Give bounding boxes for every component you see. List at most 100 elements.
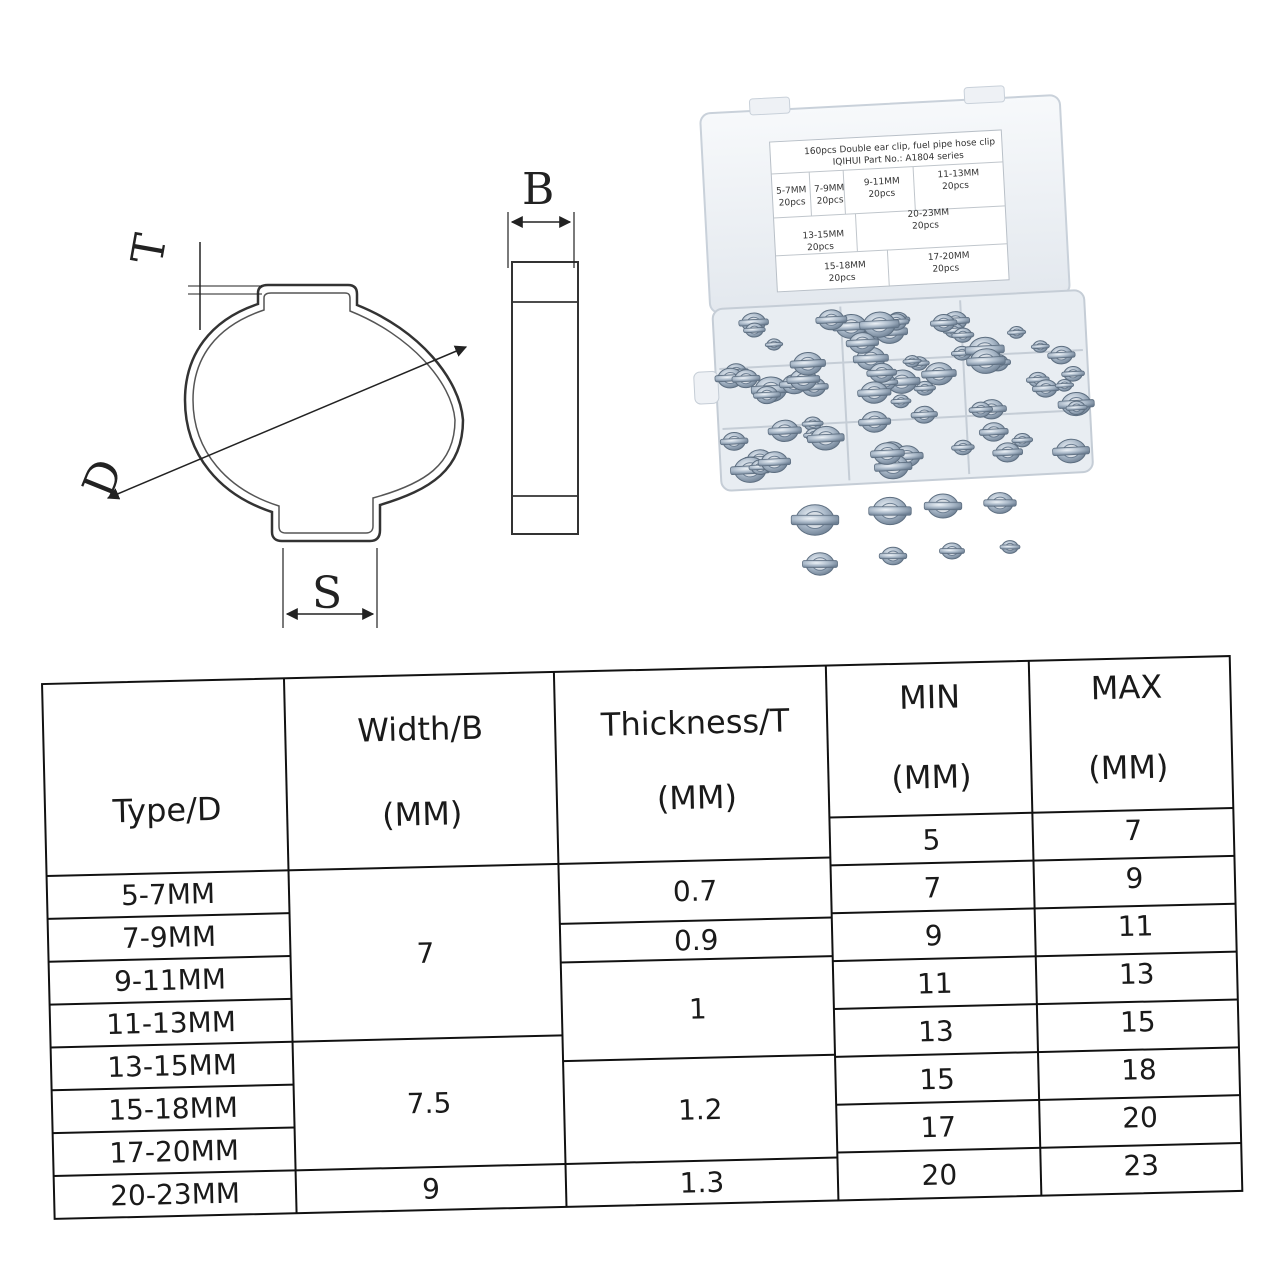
type-cell: 5-7MM xyxy=(121,877,216,912)
clamp-image xyxy=(801,416,824,431)
thickness-cell: 1.3 xyxy=(679,1166,724,1200)
clamp-image xyxy=(902,355,922,368)
clamp-image xyxy=(1047,345,1076,365)
min-cell: 5 xyxy=(922,823,941,856)
clamp-image xyxy=(923,493,963,519)
table-rule xyxy=(830,854,1235,867)
clamp-image xyxy=(870,442,905,465)
clamp-image xyxy=(790,504,840,536)
thickness-cell: 1.2 xyxy=(678,1093,723,1127)
table-rule xyxy=(292,1034,563,1043)
clamp-image xyxy=(806,425,845,451)
compartment-size: 9-11MM xyxy=(864,176,900,188)
clamp-image xyxy=(978,422,1009,442)
compartment-size: 13-15MM xyxy=(802,229,844,241)
max-cell: 18 xyxy=(1121,1053,1157,1087)
compartment-size: 5-7MM xyxy=(776,185,807,197)
table-rule xyxy=(552,671,568,1207)
type-cell: 7-9MM xyxy=(122,920,217,955)
compartment-size: 17-20MM xyxy=(928,251,970,263)
clamp-image xyxy=(992,442,1024,463)
box-latch xyxy=(693,370,720,405)
spec-table: Type/D Width/B (MM) Thickness/T (MM) MIN… xyxy=(41,655,1244,1220)
max-cell: 15 xyxy=(1120,1005,1156,1039)
clamp-image xyxy=(1011,433,1034,448)
table-rule xyxy=(295,1162,566,1172)
table-rule xyxy=(50,1040,293,1049)
table-rule xyxy=(833,998,1238,1010)
thickness-cell: 0.9 xyxy=(674,923,719,957)
table-rule xyxy=(837,1142,1242,1154)
clamp-image xyxy=(719,432,749,451)
table-rule xyxy=(53,1169,296,1178)
type-cell: 20-23MM xyxy=(110,1177,240,1213)
thickness-cell: 1 xyxy=(689,992,708,1025)
clamp-image xyxy=(767,419,802,442)
header-min-line1: MIN xyxy=(899,677,961,716)
clamp-image xyxy=(764,338,784,351)
header-type: Type/D xyxy=(111,790,222,831)
box-hinge-right xyxy=(963,85,1006,105)
header-max-line1: MAX xyxy=(1090,668,1162,708)
clamp-image xyxy=(857,381,892,404)
compartment-qty: 20pcs xyxy=(779,197,807,208)
compartment-qty: 20pcs xyxy=(942,181,970,192)
type-cell: 15-18MM xyxy=(108,1091,238,1127)
clamp-image xyxy=(929,314,958,333)
width-cell: 7 xyxy=(416,937,435,970)
compartment-size: 11-13MM xyxy=(937,168,979,180)
min-cell: 17 xyxy=(920,1110,956,1144)
clamp-image xyxy=(866,362,897,383)
clamp-image xyxy=(815,309,848,331)
thickness-label: T xyxy=(122,230,177,268)
box-hinge-left xyxy=(748,96,791,116)
clamp-image xyxy=(753,385,781,405)
clamp-image xyxy=(950,345,974,361)
min-cell: 7 xyxy=(923,871,942,904)
header-min-line2: (MM) xyxy=(891,757,972,797)
clamp-image xyxy=(999,540,1021,554)
compartment-qty: 20pcs xyxy=(868,189,896,200)
table-rule xyxy=(282,678,298,1214)
compartment-size: 20-23MM xyxy=(907,208,949,220)
table-rule xyxy=(51,1083,294,1092)
table-grid xyxy=(41,655,1244,1220)
min-cell: 11 xyxy=(917,967,953,1001)
clamp-image xyxy=(939,542,965,560)
clamp-image xyxy=(1030,340,1050,353)
max-cell: 13 xyxy=(1118,957,1154,991)
clamp-image xyxy=(951,327,975,343)
table-rule xyxy=(835,1046,1239,1058)
tray-clamps xyxy=(714,309,1095,483)
thickness-cell: 0.7 xyxy=(672,874,717,908)
clamp-image xyxy=(757,451,792,473)
loose-clamps xyxy=(790,492,1021,576)
clamp-image xyxy=(731,369,761,389)
clamp-image xyxy=(968,401,993,418)
table-rule xyxy=(560,955,833,964)
table-rule xyxy=(831,902,1236,915)
clamp-image xyxy=(890,394,912,409)
min-cell: 15 xyxy=(919,1062,955,1096)
min-cell: 20 xyxy=(921,1158,957,1192)
type-cell: 13-15MM xyxy=(107,1048,237,1084)
max-cell: 20 xyxy=(1122,1101,1158,1135)
min-cell: 9 xyxy=(924,919,943,952)
max-cell: 9 xyxy=(1125,862,1144,895)
table-rule xyxy=(52,1126,295,1135)
clamp-image xyxy=(859,311,900,338)
clamp-image xyxy=(910,405,938,424)
table-rule xyxy=(836,1094,1241,1106)
clamp-outline-inner xyxy=(192,292,456,534)
compartment-size: 7-9MM xyxy=(814,183,845,195)
compartment-qty: 20pcs xyxy=(829,273,857,284)
clamp-image xyxy=(868,496,912,526)
type-cell: 17-20MM xyxy=(109,1134,239,1170)
max-cell: 7 xyxy=(1124,814,1143,847)
diameter-dimension-line xyxy=(106,345,468,500)
table-rule xyxy=(48,955,291,963)
table-rule xyxy=(559,916,832,925)
kit-box-photo: 160pcs Double ear clip, fuel pipe hose c… xyxy=(693,85,1095,492)
table-rule xyxy=(47,912,290,920)
